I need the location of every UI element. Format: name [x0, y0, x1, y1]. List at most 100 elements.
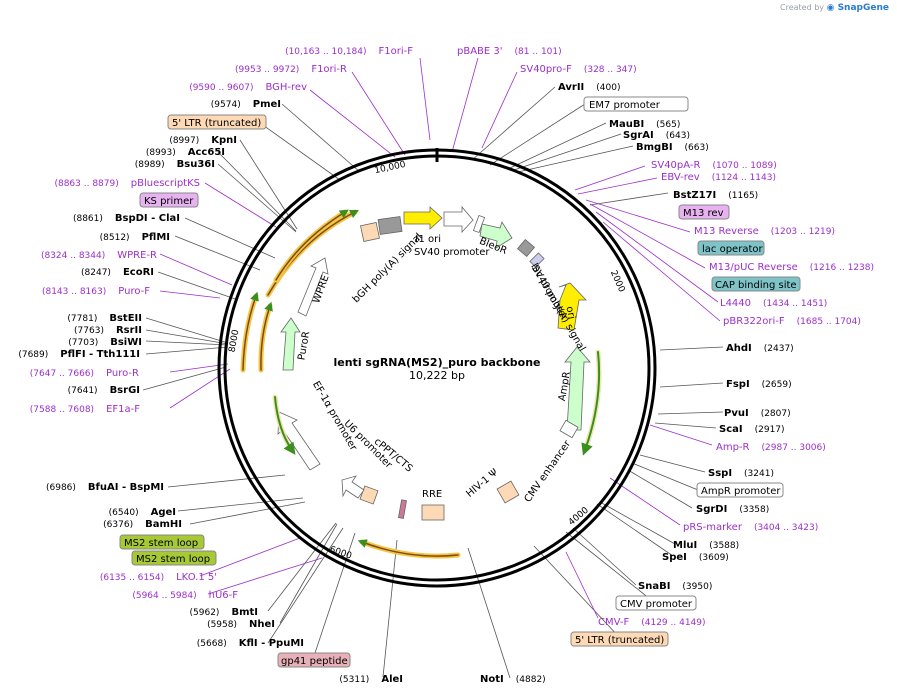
leader-lines	[142, 86, 724, 679]
box-m13-rev[interactable]	[678, 204, 730, 220]
enzyme-alei[interactable]: (5311)AleI	[339, 674, 403, 685]
enzyme-acc65i[interactable]: (8993)Acc65I	[146, 147, 225, 158]
feature-gp41[interactable]	[398, 499, 407, 519]
primer-ebv-rev[interactable]: EBV-rev(1124 .. 1143)	[661, 172, 776, 183]
primer-pbabe3[interactable]: pBABE 3'(81 .. 101)	[457, 46, 562, 57]
enzyme-bmgbi[interactable]: BmgBI(663)	[636, 142, 709, 153]
credit-brand: SnapGene	[837, 3, 889, 13]
primers-left: (10,163 .. 10,184)F1ori-F (9953 .. 9972)…	[30, 46, 413, 601]
primer-hu6-f[interactable]: (5964 .. 5984)hU6-F	[132, 590, 238, 601]
primer-puro-r[interactable]: (7647 .. 7666)Puro-R	[30, 368, 139, 379]
feature-ampr-promoter[interactable]	[559, 419, 579, 439]
primer-m13-puc-reverse[interactable]: M13/pUC Reverse(1216 .. 1238)	[709, 262, 874, 273]
box-label-5ltr-bottom: 5' LTR (truncated)	[575, 635, 664, 646]
tick-2000: 2000	[608, 269, 627, 294]
enzyme-scai[interactable]: ScaI(2917)	[719, 424, 785, 435]
enzyme-pflfi-tth111i[interactable]: (7689)PflFI - Tth111I	[18, 349, 140, 360]
box-lac-operator[interactable]	[697, 240, 765, 256]
box-5ltr-bottom[interactable]	[570, 631, 669, 647]
feature-ltr-3[interactable]	[496, 480, 520, 504]
primer-puro-f[interactable]: (8143 .. 8163)Puro-F	[42, 286, 150, 297]
feature-cap-site[interactable]	[529, 252, 545, 268]
enzyme-nhei[interactable]: (5958)NheI	[207, 619, 275, 630]
enzyme-ahdi[interactable]: AhdI(2437)	[726, 343, 794, 354]
enzyme-bsu36i[interactable]: (8989)Bsu36I	[135, 159, 215, 170]
box-gp41-peptide[interactable]	[277, 652, 351, 668]
feature-sv40-promoter[interactable]	[443, 205, 474, 234]
enzyme-bstz17i[interactable]: BstZ17I(1165)	[673, 190, 758, 201]
enzyme-bamhi[interactable]: (6376)BamHI	[103, 519, 182, 530]
credit-prefix: Created by	[780, 3, 825, 12]
feature-ori[interactable]	[557, 282, 587, 331]
box-ms2-stem-loop-2[interactable]	[131, 550, 217, 566]
enzyme-bspdi-clai[interactable]: (8861)BspDI - ClaI	[73, 213, 180, 224]
enzyme-ecori[interactable]: (8247)EcoRI	[81, 267, 154, 278]
primer-cmv-f[interactable]: CMV-F(4129 .. 4149)	[598, 617, 706, 628]
primer-m13-reverse[interactable]: M13 Reverse(1203 .. 1219)	[694, 226, 835, 237]
feature-rre[interactable]	[421, 504, 445, 521]
enzyme-noti[interactable]: NotI(4882)	[480, 674, 546, 685]
enzyme-kfli-ppumi[interactable]: (5668)KflI - PpuMI	[197, 638, 304, 649]
feature-label-rre: RRE	[422, 489, 442, 500]
primer-f1ori-f[interactable]: (10,163 .. 10,184)F1ori-F	[285, 46, 413, 57]
enzyme-maubi[interactable]: MauBI(565)	[609, 119, 680, 130]
feature-label-cmv-enhancer: CMV enhancer	[523, 438, 574, 505]
enzyme-sspi[interactable]: SspI(3241)	[708, 468, 774, 479]
feature-puror[interactable]	[280, 317, 301, 371]
primer-l4440[interactable]: L4440(1434 .. 1451)	[720, 298, 827, 309]
feature-f1-ori[interactable]	[403, 206, 443, 230]
primer-f1ori-r[interactable]: (9953 .. 9972)F1ori-R	[235, 64, 347, 75]
box-label-gp41: gp41 peptide	[281, 656, 348, 667]
primer-pbluescriptks[interactable]: (8863 .. 8879)pBluescriptKS	[54, 178, 200, 189]
box-label-5ltr-top: 5' LTR (truncated)	[172, 118, 261, 129]
boxed-labels: EM7 promoter 5' LTR (truncated) KS prime…	[119, 96, 801, 668]
box-ks-primer[interactable]	[139, 192, 199, 208]
box-5ltr-top[interactable]	[167, 114, 267, 130]
enzyme-rsrii[interactable]: (7763)RsrII	[74, 325, 142, 336]
feature-wpre[interactable]	[297, 257, 329, 317]
primer-prs-marker[interactable]: pRS-marker(3404 .. 3423)	[683, 522, 818, 533]
feature-label-sv40-promoter: SV40 promoter	[414, 247, 490, 258]
enzyme-snabi[interactable]: SnaBI(3950)	[638, 581, 712, 592]
enzyme-fspi[interactable]: FspI(2659)	[726, 379, 792, 390]
feature-label-ampr: AmpR	[557, 371, 573, 402]
enzyme-avrii[interactable]: AvrII(400)	[558, 82, 620, 93]
primer-amp-r[interactable]: Amp-R(2987 .. 3006)	[716, 442, 826, 453]
box-ampr-promoter[interactable]	[696, 482, 784, 498]
enzyme-pmei[interactable]: (9574)PmeI	[211, 99, 281, 110]
enzyme-kpni[interactable]: (8997)KpnI	[169, 135, 237, 146]
enzyme-pvui[interactable]: PvuI(2807)	[724, 408, 791, 419]
enzyme-bmti[interactable]: (5962)BmtI	[190, 607, 258, 618]
enzyme-spei[interactable]: SpeI(3609)	[662, 552, 729, 563]
box-ms2-stem-loop-1[interactable]	[119, 534, 205, 550]
enzyme-pflmi[interactable]: (8512)PflMI	[100, 232, 170, 243]
feature-ampr[interactable]	[564, 346, 591, 431]
primer-bgh-rev[interactable]: (9590 .. 9607)BGH-rev	[189, 82, 307, 93]
box-cmv-promoter[interactable]	[615, 595, 697, 611]
box-em7-promoter[interactable]	[583, 96, 689, 112]
primer-lko1-5[interactable]: (6135 .. 6154)LKO.1 5'	[100, 572, 217, 583]
enzyme-bsteii[interactable]: (7781)BstEII	[67, 313, 142, 324]
enzyme-sgrdi[interactable]: SgrDI(3358)	[696, 504, 769, 515]
primer-wpre-r[interactable]: (8324 .. 8344)WPRE-R	[41, 250, 157, 261]
feature-ltr-small[interactable]	[360, 222, 380, 242]
snapgene-credit: Created by ◉ SnapGene	[780, 3, 889, 13]
primer-pbr322ori-f[interactable]: pBR322ori-F(1685 .. 1704)	[723, 316, 861, 327]
enzyme-mlui[interactable]: MluI(3588)	[673, 540, 739, 551]
enzyme-bsrgi[interactable]: (7641)BsrGI	[68, 385, 140, 396]
enzyme-sgrai[interactable]: SgrAI(643)	[623, 130, 690, 141]
box-label-ms2-2: MS2 stem loop	[136, 554, 210, 565]
box-cap-binding[interactable]	[711, 276, 801, 292]
primer-sv40pa-r[interactable]: SV40pA-R(1070 .. 1089)	[651, 160, 777, 171]
feature-lac-operator[interactable]	[516, 238, 536, 258]
primer-ef1a-f[interactable]: (7588 .. 7608)EF1a-F	[30, 404, 140, 415]
feature-bgh-polya[interactable]	[377, 216, 403, 235]
tick-8000: 8000	[228, 329, 242, 354]
feature-u6-arrow[interactable]	[341, 475, 365, 499]
primer-sv40pro-f[interactable]: SV40pro-F(328 .. 347)	[520, 64, 637, 75]
enzyme-bsiwi[interactable]: (7703)BsiWI	[68, 337, 142, 348]
feature-bleor[interactable]	[479, 221, 513, 249]
enzyme-agei[interactable]: (6540)AgeI	[109, 507, 176, 518]
enzyme-bfuai-bspmi[interactable]: (6986)BfuAI - BspMI	[46, 482, 164, 493]
